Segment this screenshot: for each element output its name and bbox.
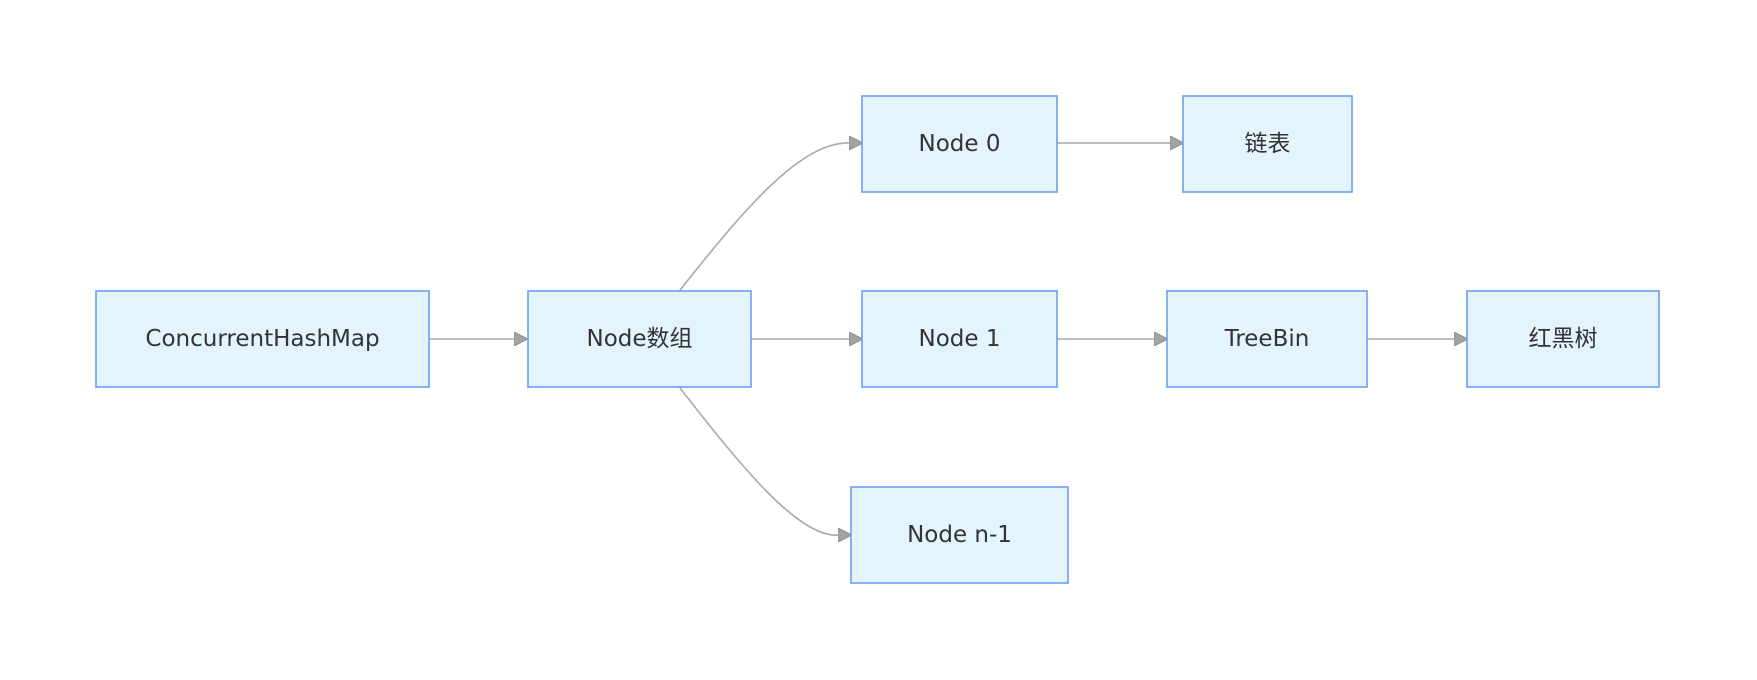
node-node-n-minus-1[interactable]: Node n-1 bbox=[850, 486, 1069, 584]
edge-node-array-to-node-n-minus-1 bbox=[679, 387, 851, 535]
node-concurrent-hashmap[interactable]: ConcurrentHashMap bbox=[95, 290, 430, 388]
node-label-red-black-tree: 红黑树 bbox=[1529, 326, 1598, 352]
node-label-linked-list: 链表 bbox=[1245, 131, 1291, 157]
node-tree-bin[interactable]: TreeBin bbox=[1166, 290, 1368, 388]
node-node-0[interactable]: Node 0 bbox=[861, 95, 1058, 193]
node-label-node-0: Node 0 bbox=[919, 131, 1001, 157]
node-node-1[interactable]: Node 1 bbox=[861, 290, 1058, 388]
node-label-node-1: Node 1 bbox=[919, 326, 1001, 352]
node-red-black-tree[interactable]: 红黑树 bbox=[1466, 290, 1660, 388]
node-node-array[interactable]: Node数组 bbox=[527, 290, 752, 388]
node-label-node-array: Node数组 bbox=[586, 326, 692, 352]
node-linked-list[interactable]: 链表 bbox=[1182, 95, 1353, 193]
edge-node-array-to-node-0 bbox=[679, 143, 862, 291]
node-label-node-n-minus-1: Node n-1 bbox=[907, 522, 1012, 548]
node-label-tree-bin: TreeBin bbox=[1224, 326, 1310, 352]
node-label-concurrent-hashmap: ConcurrentHashMap bbox=[145, 326, 379, 352]
edges bbox=[429, 143, 1467, 535]
